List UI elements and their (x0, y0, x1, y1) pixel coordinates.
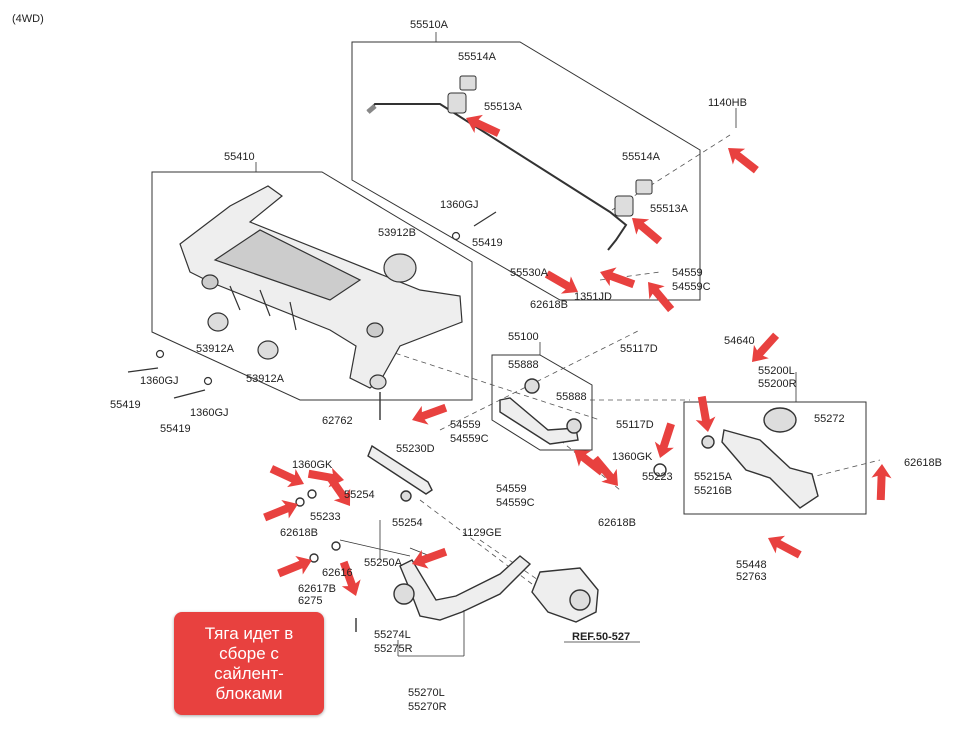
label-1360GJ-3: 1360GJ (190, 407, 229, 419)
stabilizer-bar (366, 103, 628, 251)
label-62762: 62762 (322, 415, 353, 427)
label-54559-1: 54559 (672, 267, 703, 279)
label-53912A-2: 53912A (246, 373, 285, 385)
label-55888-1: 55888 (508, 359, 539, 371)
label-55200L: 55200L (758, 365, 795, 377)
label-1140HB: 1140HB (708, 97, 747, 109)
label-55514A-1: 55514A (458, 51, 497, 63)
arrow-21 (334, 558, 366, 600)
label-1360GK-1: 1360GK (612, 451, 653, 463)
label-55233: 55233 (310, 511, 341, 523)
label-62618B-1: 62618B (530, 299, 568, 311)
label-55117D-1: 55117D (620, 343, 658, 355)
label-62617B: 62617B (298, 583, 336, 595)
lower-arm-frame (683, 401, 867, 515)
label-55510A: 55510A (410, 19, 449, 31)
label-55530A: 55530A (510, 267, 549, 279)
leader-lines (255, 32, 797, 657)
label-6275: 6275 (298, 595, 322, 607)
crossmember-drawing (179, 185, 463, 390)
label-55230D: 55230D (396, 443, 435, 455)
label-55275R: 55275R (374, 643, 413, 655)
label-55100: 55100 (508, 331, 539, 343)
label-55419-2: 55419 (110, 399, 141, 411)
label-1360GK-2: 1360GK (292, 459, 333, 471)
arrow-11 (567, 442, 609, 481)
stabilizer-bushings (447, 75, 653, 217)
label-55514A-2: 55514A (622, 151, 661, 163)
label-1351JD: 1351JD (574, 291, 612, 303)
label-ref-50-527: REF.50-527 (572, 631, 630, 643)
arrow-1 (461, 108, 503, 143)
arrow-5 (596, 262, 638, 294)
label-1360GJ-2: 1360GJ (140, 375, 179, 387)
stabilizer-frame (351, 41, 701, 301)
label-55200R: 55200R (758, 378, 797, 390)
label-55223: 55223 (642, 471, 673, 483)
arrow-8 (650, 420, 681, 462)
label-53912B: 53912B (378, 227, 416, 239)
label-1360GJ-1: 1360GJ (440, 199, 479, 211)
label-55272: 55272 (814, 413, 845, 425)
label-55117D-2: 55117D (616, 419, 654, 431)
arrow-17 (260, 494, 302, 527)
label-1129GE: 1129GE (462, 527, 502, 539)
label-55270R: 55270R (408, 701, 447, 713)
label-55250A: 55250A (364, 557, 403, 569)
bolts-left (127, 211, 497, 399)
label-54559-3: 54559 (496, 483, 527, 495)
arrow-2 (721, 140, 763, 179)
label-52763: 52763 (736, 571, 767, 583)
label-62618B-3: 62618B (904, 457, 942, 469)
label-55270L: 55270L (408, 687, 445, 699)
arrow-19 (274, 550, 316, 583)
label-55448: 55448 (736, 559, 767, 571)
label-55513A-1: 55513A (484, 101, 523, 113)
label-54559-2: 54559 (450, 419, 481, 431)
label-62618B-4: 62618B (280, 527, 318, 539)
label-55215A: 55215A (694, 471, 733, 483)
arrow-14 (408, 398, 450, 430)
comment-note-text: Тяга идет в сборе с сайлент-блоками (204, 623, 294, 703)
variant-label: (4WD) (12, 13, 44, 25)
part-labels: 55510A 55514A 55513A 1140HB 55514A 55513… (110, 19, 942, 713)
label-55254-1: 55254 (344, 489, 375, 501)
label-54559C-2: 54559C (450, 433, 489, 445)
label-54640: 54640 (724, 335, 755, 347)
crossmember-frame (151, 171, 473, 401)
link-arms (295, 378, 819, 632)
comment-note: Тяга идет в сборе с сайлент-блоками (174, 612, 324, 715)
label-53912A-1: 53912A (196, 343, 235, 355)
label-55274L: 55274L (374, 629, 411, 641)
label-55419-3: 55419 (160, 423, 191, 435)
label-55888-2: 55888 (556, 391, 587, 403)
label-54559C-3: 54559C (496, 497, 535, 509)
label-55513A-2: 55513A (650, 203, 689, 215)
label-55410: 55410 (224, 151, 255, 163)
arrow-9 (691, 394, 718, 434)
label-55254-2: 55254 (392, 517, 423, 529)
label-62618B-2: 62618B (598, 517, 636, 529)
label-55419-1: 55419 (472, 237, 503, 249)
arrow-12 (870, 463, 892, 501)
label-62616: 62616 (322, 567, 353, 579)
label-55216B: 55216B (694, 485, 732, 497)
label-54559C-1: 54559C (672, 281, 711, 293)
arrow-13 (763, 529, 805, 564)
